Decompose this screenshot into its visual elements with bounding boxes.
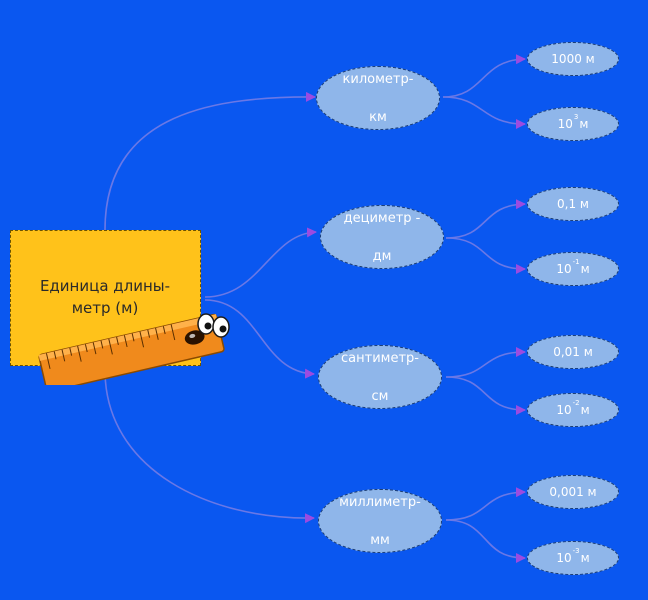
leaf-km-decimal-text: 1000 м: [551, 52, 595, 66]
unit-node-cm[interactable]: сантиметр-см: [318, 345, 442, 409]
unit-dm-line2: дм: [372, 248, 392, 264]
unit-mm-line2: мм: [370, 532, 390, 548]
leaf-cm-decimal[interactable]: 0,01 м: [527, 335, 619, 369]
leaf-cm-decimal-text: 0,01 м: [553, 345, 593, 359]
edge-km-leaf2: [442, 96, 526, 129]
leaf-mm-decimal-text: 0,001 м: [549, 485, 597, 499]
edge-mm-leaf2: [445, 519, 526, 563]
leaf-dm-decimal[interactable]: 0,1 м: [527, 187, 619, 221]
leaf-mm-power[interactable]: 10-3м: [527, 541, 619, 575]
leaf-mm-decimal[interactable]: 0,001 м: [527, 475, 619, 509]
edge-km-leaf1: [442, 54, 526, 98]
unit-node-km[interactable]: километр-км: [316, 66, 440, 130]
edge-root-mm: [104, 369, 315, 524]
leaf-cm-power-text: 10-2м: [556, 399, 590, 417]
leaf-dm-power-text: 10-1м: [556, 258, 590, 276]
unit-cm-line2: см: [371, 388, 389, 404]
edge-cm-leaf2: [445, 376, 526, 415]
unit-node-dm[interactable]: дециметр - дм: [320, 205, 444, 269]
leaf-dm-power[interactable]: 10-1м: [527, 252, 619, 286]
leaf-km-decimal[interactable]: 1000 м: [527, 42, 619, 76]
leaf-mm-power-text: 10-3м: [556, 547, 590, 565]
edge-dm-leaf1: [445, 199, 526, 239]
edge-root-dm: [204, 227, 317, 298]
edge-root-km: [104, 91, 316, 231]
unit-km-line2: км: [369, 109, 387, 125]
root-label-line1: Единица длины-: [39, 277, 171, 295]
unit-node-mm[interactable]: миллиметр-мм: [318, 489, 442, 553]
leaf-km-power-text: 103м: [557, 113, 589, 131]
root-label-line2: метр (м): [71, 299, 139, 317]
ruler-with-eyes-icon: [36, 305, 236, 393]
leaf-dm-decimal-text: 0,1 м: [557, 197, 589, 211]
root-label: Единица длины- метр (м): [25, 275, 185, 319]
unit-km-line1: километр-: [342, 71, 414, 87]
unit-mm-line1: миллиметр-: [339, 494, 421, 510]
unit-dm-line1: дециметр -: [343, 210, 421, 226]
leaf-cm-power[interactable]: 10-2м: [527, 393, 619, 427]
edge-mm-leaf1: [445, 487, 526, 521]
leaf-km-power[interactable]: 103м: [527, 107, 619, 141]
unit-cm-line1: сантиметр-: [341, 350, 419, 366]
edge-root-cm: [204, 299, 315, 379]
edge-dm-leaf2: [445, 237, 526, 274]
edge-cm-leaf1: [445, 347, 526, 378]
